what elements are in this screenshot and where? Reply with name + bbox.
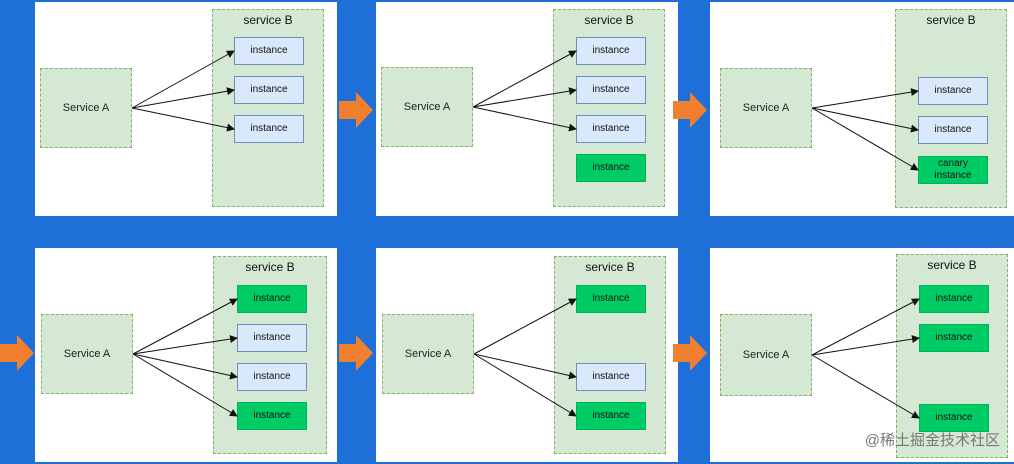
instance-box: instance [237, 363, 307, 391]
new-instance-box: instance [576, 154, 646, 182]
service-b-title: service B [245, 260, 295, 274]
instance-box: instance [234, 115, 304, 143]
service-b-title: service B [585, 260, 635, 274]
step-arrow-icon [339, 335, 373, 371]
new-instance-box: instance [919, 404, 989, 432]
new-instance-box: canary instance [918, 156, 988, 184]
step-arrow-icon [0, 335, 34, 371]
instance-box: instance [234, 37, 304, 65]
service-a-box: Service A [381, 67, 473, 147]
instance-box: instance [576, 115, 646, 143]
instance-box: instance [237, 324, 307, 352]
instance-box: instance [576, 37, 646, 65]
step-arrow-icon [673, 335, 707, 371]
service-a-box: Service A [720, 314, 812, 396]
service-b-title: service B [584, 13, 634, 27]
service-a-box: Service A [720, 68, 812, 148]
new-instance-box: instance [576, 402, 646, 430]
instance-box: instance [918, 77, 988, 105]
service-b-title: service B [926, 13, 976, 27]
step-arrow-icon [339, 92, 373, 128]
new-instance-box: instance [237, 285, 307, 313]
step-arrow-icon [673, 92, 707, 128]
service-a-box: Service A [41, 314, 133, 394]
service-a-box: Service A [382, 314, 474, 394]
watermark: @稀土掘金技术社区 [864, 432, 1000, 449]
service-b-title: service B [927, 258, 977, 272]
instance-box: instance [576, 363, 646, 391]
instance-box: instance [234, 76, 304, 104]
new-instance-box: instance [237, 402, 307, 430]
service-b-title: service B [243, 13, 293, 27]
new-instance-box: instance [919, 285, 989, 313]
service-a-box: Service A [40, 68, 132, 148]
new-instance-box: instance [919, 324, 989, 352]
instance-box: instance [576, 76, 646, 104]
new-instance-box: instance [576, 285, 646, 313]
instance-box: instance [918, 116, 988, 144]
